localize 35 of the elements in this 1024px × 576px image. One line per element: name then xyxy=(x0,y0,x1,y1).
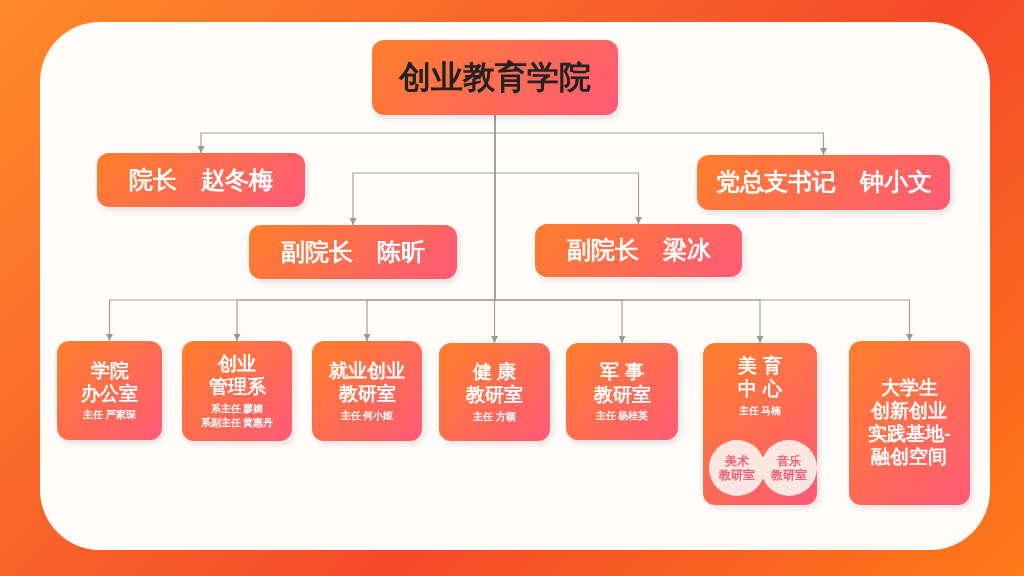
staff-name: 主任 马楠 xyxy=(738,404,782,417)
unit-name: 党总支书记 钟小文 xyxy=(715,168,932,197)
unit-box xyxy=(535,224,742,277)
unit-name: 美 育中 心 xyxy=(738,355,782,401)
unit-box xyxy=(182,341,292,441)
unit-box xyxy=(249,225,457,279)
unit-box xyxy=(97,153,305,207)
unit-box xyxy=(849,341,970,505)
unit-box xyxy=(566,343,678,440)
unit-name: 学院办公室 xyxy=(81,359,138,406)
unit-name: 院长 赵冬梅 xyxy=(129,165,273,195)
unit-name: 就业创业教研室 xyxy=(329,360,405,406)
unit-name: 军 事教研室 xyxy=(593,360,651,407)
unit-box xyxy=(697,155,950,210)
unit-name: 美术教研室 xyxy=(719,453,755,483)
sub-unit-circle xyxy=(709,440,765,496)
unit-name: 大学生创新创业实践基地-融创空间 xyxy=(868,377,951,469)
staff-name: 系主任 廖媚 xyxy=(210,402,264,415)
title-text: 创业教育学院 xyxy=(399,58,591,97)
unit-name: 副院长 梁冰 xyxy=(566,236,711,265)
staff-name: 系副主任 黄惠丹 xyxy=(200,416,274,429)
staff-name: 主任 严家琛 xyxy=(83,409,136,422)
unit-name: 音乐教研室 xyxy=(771,453,807,483)
unit-box xyxy=(703,343,817,505)
unit-box xyxy=(312,341,422,441)
title-box xyxy=(372,40,618,115)
unit-name: 健 康教研室 xyxy=(466,361,523,407)
unit-name: 副院长 陈昕 xyxy=(281,237,425,267)
sub-unit-circle xyxy=(761,440,817,496)
unit-name: 创业管理系 xyxy=(208,353,266,399)
staff-name: 主任 杨桂英 xyxy=(595,410,649,423)
unit-box xyxy=(57,341,162,440)
staff-name: 主任 方颖 xyxy=(473,410,516,423)
unit-box xyxy=(439,343,550,441)
staff-name: 主任 何小姬 xyxy=(340,409,394,422)
